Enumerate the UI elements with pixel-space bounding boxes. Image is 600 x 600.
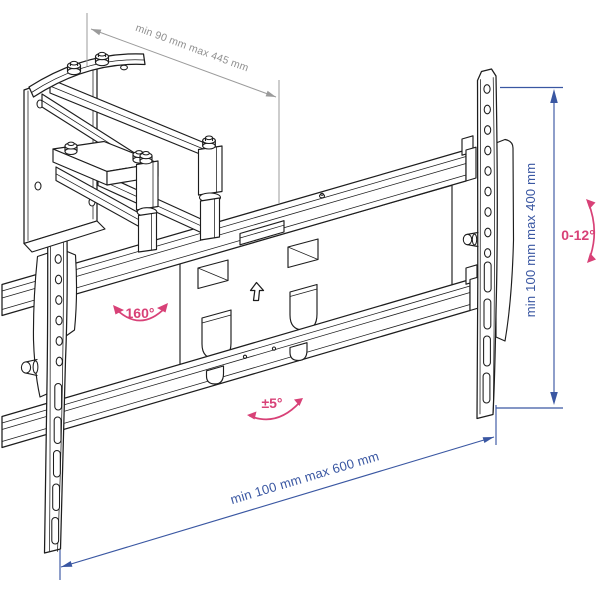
swivel-angle-label: 160° — [126, 305, 155, 321]
mount-height-label: min 100 mm max 400 mm — [523, 163, 538, 317]
right-tilt-knob — [462, 231, 479, 248]
swivel-arrow-icon — [116, 307, 166, 322]
dimension-mount-height: min 100 mm max 400 mm — [496, 86, 563, 409]
dimension-mount-width: min 100 mm max 600 mm — [59, 405, 497, 580]
bracket-bolt — [66, 60, 82, 76]
angle-level: ±5° — [247, 395, 303, 421]
tilt-angle-label: 0-12° — [561, 227, 595, 243]
bracket-bolt — [64, 141, 78, 156]
level-angle-label: ±5° — [261, 395, 282, 411]
left-rail-holes — [51, 192, 63, 545]
bracket-bolt — [94, 51, 110, 67]
right-rail-holes — [482, 84, 492, 404]
up-arrow-icon — [249, 281, 265, 302]
right-vesa-rail — [462, 68, 515, 420]
top-rail — [1, 135, 477, 317]
top-wall-bracket — [28, 51, 146, 98]
left-tilt-knob — [20, 358, 39, 377]
left-vesa-rail — [20, 175, 78, 554]
pivot-posts — [135, 135, 223, 253]
bottom-rail — [1, 264, 481, 449]
angle-tilt: 0-12° — [561, 199, 596, 263]
angle-swivel: 160° — [113, 303, 168, 322]
